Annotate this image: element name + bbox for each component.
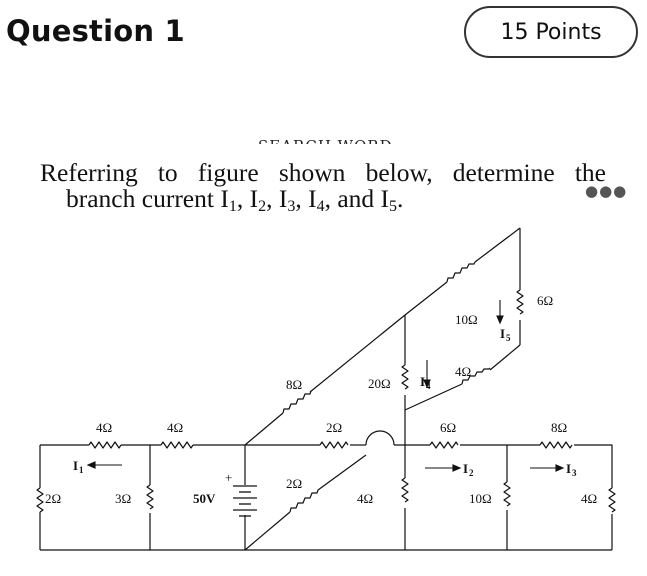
- mid-wire-5: [574, 444, 613, 550]
- resistor-4-diag-right: [461, 367, 491, 385]
- arrow-i4-head: [423, 379, 431, 389]
- ellipsis-icon[interactable]: ●●●: [585, 182, 628, 200]
- label-r-4-top-mid: 4Ω: [167, 420, 183, 435]
- resistor-20: [401, 364, 409, 390]
- points-badge: 15 Points: [464, 6, 638, 58]
- resistor-2-mid: [319, 441, 349, 449]
- label-i4-sub: 4: [426, 381, 431, 391]
- label-r-2-mid: 2Ω: [326, 420, 342, 435]
- resistor-4-top-left: [88, 441, 122, 449]
- label-r-8-diag: 8Ω: [286, 377, 302, 392]
- label-i5: I: [500, 326, 505, 341]
- label-i2-sub: 2: [469, 468, 474, 478]
- current-sub-4: 4: [316, 198, 325, 215]
- resistor-8-diag: [282, 390, 312, 414]
- resistor-4-far-right: [608, 487, 616, 513]
- resistor-10-lower: [503, 481, 511, 507]
- current-sub-2: 2: [258, 198, 267, 215]
- resistor-4-lower-mid: [401, 477, 409, 503]
- diag-4-wire: [404, 344, 521, 411]
- label-i4: I: [420, 374, 425, 389]
- label-source-voltage: 50V: [193, 491, 216, 506]
- label-r-4-lower-mid: 4Ω: [357, 491, 373, 506]
- label-i2: I: [463, 461, 468, 476]
- current-sub-5: 5: [389, 198, 398, 215]
- label-r-10-upper: 10Ω: [455, 312, 478, 327]
- diag-10-wire: [404, 227, 521, 316]
- diag-lower-wire: [244, 454, 367, 551]
- label-r-4-far-right: 4Ω: [581, 491, 597, 506]
- label-r-4-top-left: 4Ω: [96, 420, 112, 435]
- resistor-10-upper: [446, 261, 476, 283]
- label-r-2-left: 2Ω: [45, 491, 61, 506]
- diag-8-wire: [244, 314, 406, 446]
- resistor-3: [146, 484, 154, 510]
- cut-off-text: SEARCH WORD: [258, 135, 393, 144]
- arrow-i2-head: [452, 464, 462, 472]
- label-i1: I: [73, 458, 78, 473]
- label-r-6-right: 6Ω: [537, 293, 553, 308]
- resistor-4-top-mid: [160, 441, 194, 449]
- crossover-arc: [365, 430, 395, 446]
- resistor-6-mid: [429, 441, 459, 449]
- problem-line-2: branch current I1, I2, I3, I4, and I5.: [66, 184, 404, 215]
- label-i5-sub: 5: [506, 333, 511, 343]
- label-r-20: 20Ω: [368, 376, 391, 391]
- label-r-10-lower: 10Ω: [469, 491, 492, 506]
- points-label: 15 Points: [500, 19, 602, 45]
- resistor-6-right: [516, 289, 524, 315]
- label-r-2-lower-diag: 2Ω: [286, 476, 302, 491]
- arrow-i1-head: [86, 461, 96, 469]
- question-title: Question 1: [6, 14, 185, 48]
- problem-line-2-prefix: branch current I: [66, 184, 229, 213]
- resistor-2-lower-diag: [289, 489, 319, 513]
- arrow-i5-head: [496, 315, 504, 325]
- label-i1-sub: 1: [79, 465, 84, 475]
- label-i3: I: [566, 461, 571, 476]
- label-r-4-diag-right: 4Ω: [455, 364, 471, 379]
- label-r-6-mid: 6Ω: [440, 420, 456, 435]
- resistor-8-right: [539, 441, 573, 449]
- battery-icon: [233, 485, 257, 517]
- arrow-i3-head: [555, 464, 565, 472]
- label-r-3: 3Ω: [115, 491, 131, 506]
- current-sub-3: 3: [287, 198, 296, 215]
- current-sub-1: 1: [228, 198, 237, 215]
- resistor-2-left: [36, 487, 44, 513]
- label-r-8-right: 8Ω: [551, 420, 567, 435]
- problem-line-1: Referring to figure shown below, determi…: [40, 158, 606, 187]
- label-source-plus: +: [225, 470, 232, 485]
- label-i3-sub: 3: [572, 468, 577, 478]
